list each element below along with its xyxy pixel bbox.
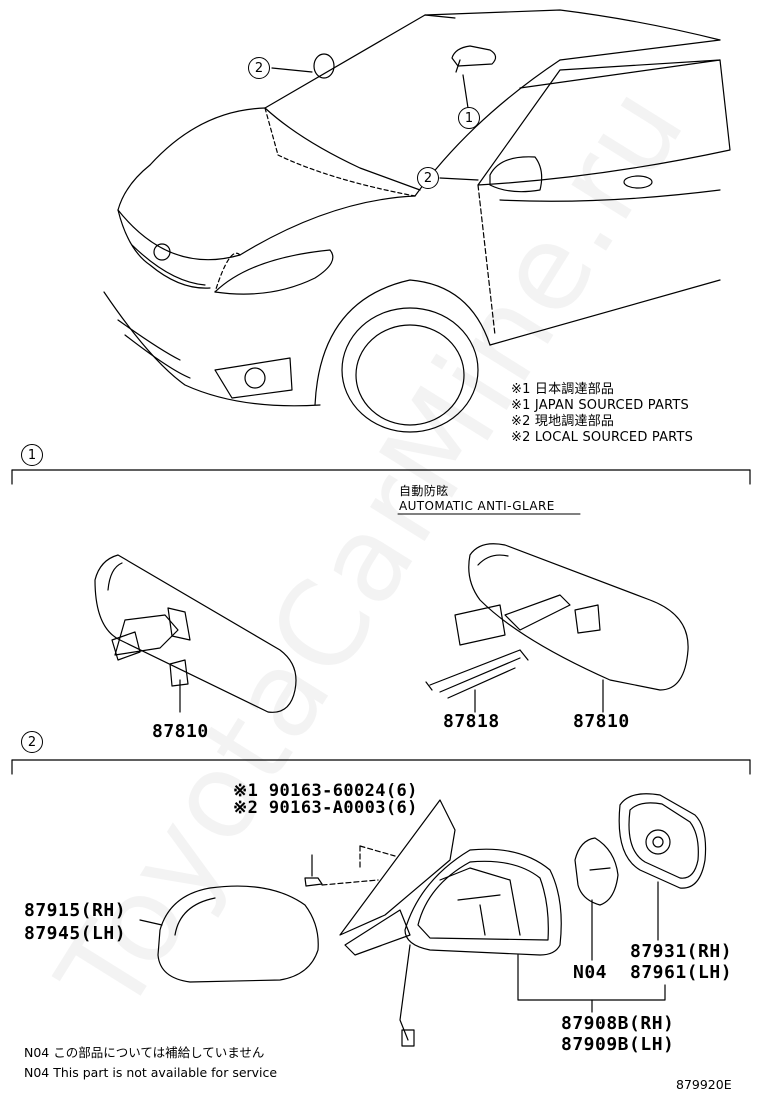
n04-label: N04: [573, 962, 608, 983]
section-2-marker: 2: [21, 731, 43, 753]
diagram-code: 879920E: [676, 1077, 732, 1092]
mirror-body-drawing: [339, 799, 562, 1047]
mirror-motor-drawing: [574, 837, 619, 906]
footnote-en: N04 This part is not available for servi…: [24, 1065, 278, 1080]
glass-part-number-lh: 87961(LH): [630, 962, 733, 983]
callout-2-antenna: 2: [248, 57, 270, 79]
car-illustration: [103, 9, 731, 433]
bolt-part-number-japan: ※1 90163-60024(6): [233, 781, 418, 801]
footnote-jp: N04 この部品については補給していません: [24, 1045, 265, 1060]
legend-line-2: ※1 JAPAN SOURCED PARTS: [511, 398, 689, 413]
callout-2-door-mirror: 2: [417, 167, 439, 189]
section-1-marker: 1: [21, 444, 43, 466]
anti-glare-label-en: AUTOMATIC ANTI-GLARE: [399, 499, 555, 513]
bolt-part-number-local: ※2 90163-A0003(6): [233, 798, 418, 818]
inner-mirror-right-drawing: [425, 543, 689, 699]
anti-glare-label-jp: 自動防眩: [399, 484, 449, 498]
mirror-cover-drawing: [157, 885, 319, 983]
mirror-glass-drawing: [618, 793, 707, 889]
legend-line-4: ※2 LOCAL SOURCED PARTS: [511, 430, 694, 445]
legend-line-3: ※2 現地調達部品: [511, 414, 615, 429]
part-number-87810-right: 87810: [573, 711, 630, 732]
mirror-assy-part-number-lh: 87909B(LH): [561, 1034, 675, 1055]
mirror-assy-part-number-rh: 87908B(RH): [561, 1013, 675, 1034]
cover-part-number-rh: 87915(RH): [24, 900, 127, 921]
glass-part-number-rh: 87931(RH): [630, 941, 733, 962]
cover-part-number-lh: 87945(LH): [24, 923, 127, 944]
callout-1-inner-mirror: 1: [458, 107, 480, 129]
inner-mirror-left-drawing: [94, 554, 297, 713]
part-number-87818: 87818: [443, 711, 500, 732]
part-number-87810-left: 87810: [152, 721, 209, 742]
legend-line-1: ※1 日本調達部品: [511, 382, 615, 397]
